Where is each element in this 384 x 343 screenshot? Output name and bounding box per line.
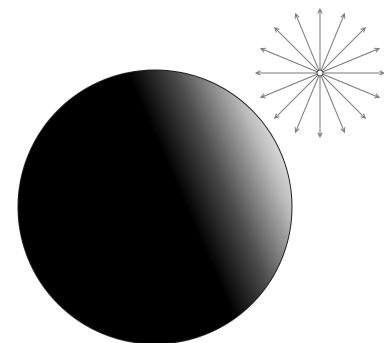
light-ray	[275, 73, 320, 118]
light-ray	[320, 28, 365, 73]
light-ray	[320, 73, 365, 118]
shaded-sphere	[18, 70, 292, 343]
light-ray	[275, 28, 320, 73]
light-source-point	[317, 70, 323, 76]
sphere-body	[18, 70, 292, 343]
light-source	[256, 9, 384, 137]
